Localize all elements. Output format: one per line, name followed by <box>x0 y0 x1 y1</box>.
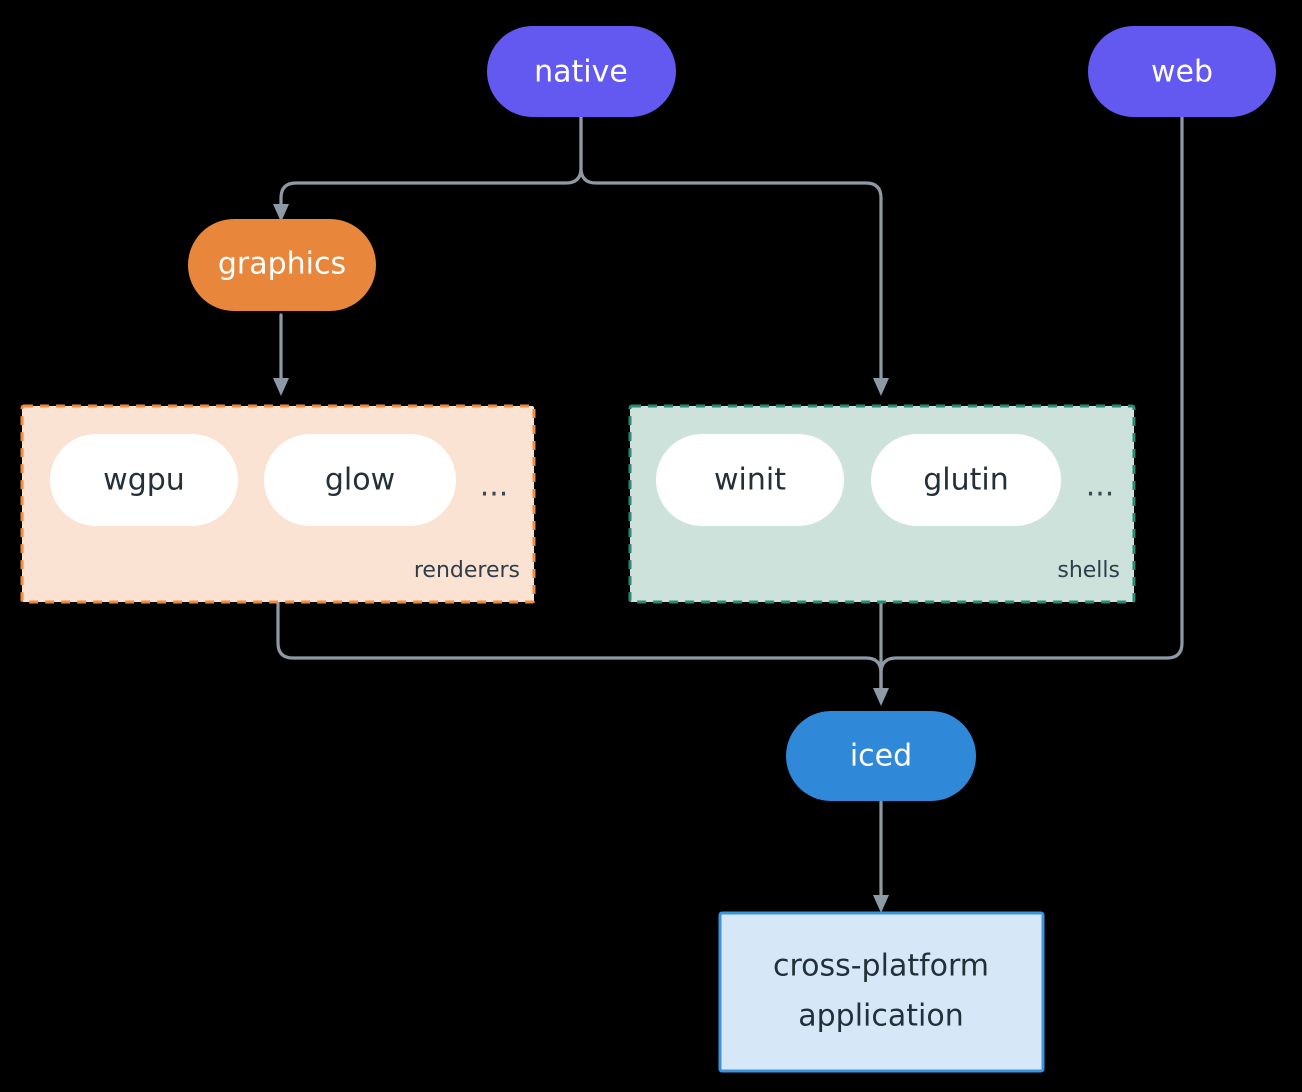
node-iced-label: iced <box>850 739 912 774</box>
node-application-label-line1: cross-platform <box>773 949 989 984</box>
arrowhead-native-shells <box>873 378 889 396</box>
leaf-node-glow-label: glow <box>325 463 395 498</box>
edge-renderers-to-iced <box>276 600 883 696</box>
node-graphics-shape <box>188 219 376 311</box>
leaf-node-winit[interactable] <box>656 434 844 526</box>
node-web[interactable]: web <box>1088 26 1276 117</box>
arrowhead-native-graphics <box>273 204 289 222</box>
edge-native-to-shells <box>579 115 883 386</box>
node-application-label-line2: application <box>798 999 963 1034</box>
edge-layer <box>273 115 1184 913</box>
node-native-label: native <box>534 55 628 90</box>
node-web-shape <box>1088 26 1276 117</box>
node-iced-shape <box>786 711 976 801</box>
leaf-node-wgpu[interactable] <box>50 434 238 526</box>
edge-web-to-iced <box>879 115 1184 696</box>
leaf-node-glow[interactable] <box>264 434 456 526</box>
renderers-overflow-ellipsis: ... <box>480 469 509 504</box>
leaf-node-winit-label: winit <box>714 463 786 498</box>
node-application-shape <box>718 911 1045 1073</box>
leaf-node-glutin-label: glutin <box>923 463 1009 498</box>
arrowhead-graphics-renderers <box>273 378 289 396</box>
node-graphics-label: graphics <box>218 247 346 282</box>
leaf-node-glutin[interactable] <box>871 434 1061 526</box>
arrowhead-iced-application <box>873 895 889 913</box>
node-iced[interactable]: iced <box>786 711 976 801</box>
node-native[interactable]: native <box>487 26 676 117</box>
node-native-shape <box>487 26 676 117</box>
node-application[interactable]: cross-platform application <box>718 911 1045 1073</box>
cluster-renderers-caption: renderers <box>414 558 520 583</box>
cluster-shells[interactable]: winit glutin ... shells <box>628 404 1136 604</box>
cluster-renderers[interactable]: wgpu glow ... renderers <box>20 404 536 604</box>
cluster-shells-caption: shells <box>1057 558 1120 583</box>
edge-native-to-graphics <box>279 115 583 214</box>
leaf-node-wgpu-label: wgpu <box>103 463 185 498</box>
arrowhead-to-iced <box>873 688 889 706</box>
shells-overflow-ellipsis: ... <box>1086 469 1115 504</box>
node-web-label: web <box>1151 55 1213 90</box>
node-graphics[interactable]: graphics <box>188 219 376 311</box>
